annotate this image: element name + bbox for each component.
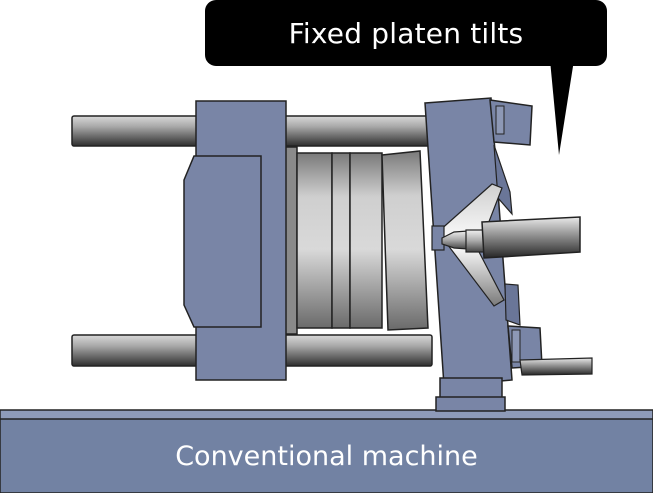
injection-unit — [431, 183, 593, 376]
mold — [284, 146, 429, 335]
callout-bubble — [205, 0, 607, 155]
machine-base — [0, 409, 653, 493]
machine-base-label: Conventional machine — [175, 440, 478, 472]
moving-platen — [183, 100, 287, 381]
callout-text: Fixed platen tilts — [288, 16, 524, 50]
